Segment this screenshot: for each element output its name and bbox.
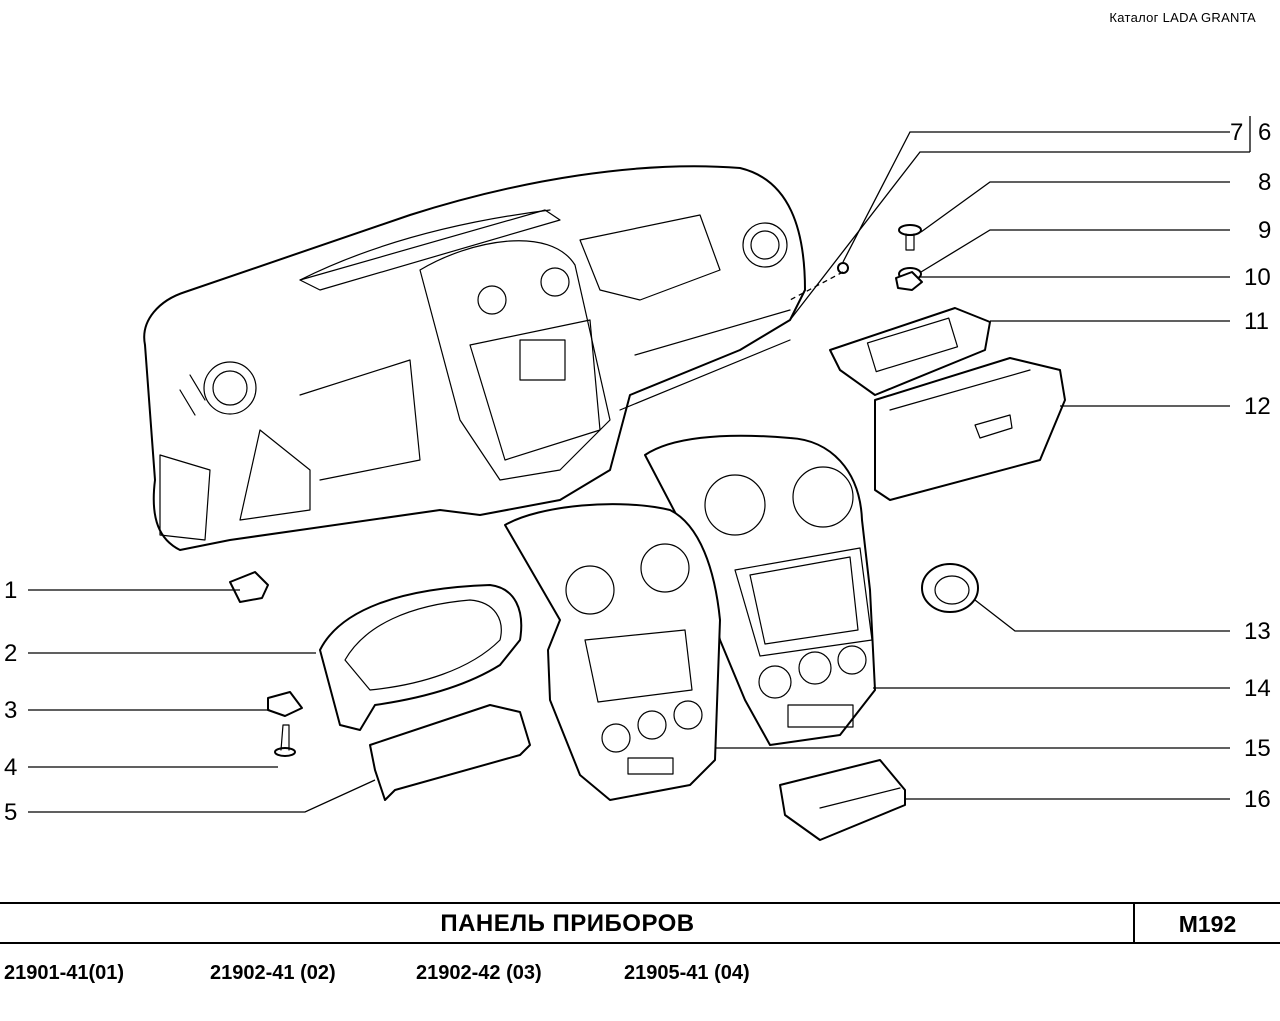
callout-14: 14 bbox=[1244, 675, 1271, 702]
callout-15: 15 bbox=[1244, 735, 1271, 762]
callout-4: 4 bbox=[4, 754, 17, 781]
model-code: 21902-42 (03) bbox=[416, 962, 542, 984]
sheet-code: М192 bbox=[1178, 911, 1237, 937]
callout-13: 13 bbox=[1244, 618, 1271, 645]
callout-6: 6 bbox=[1258, 119, 1271, 146]
callout-2: 2 bbox=[4, 640, 17, 667]
callout-16: 16 bbox=[1244, 786, 1271, 813]
part-1-clip bbox=[229, 571, 269, 603]
callout-7: 7 bbox=[1230, 119, 1243, 146]
part-12-glove-box bbox=[874, 357, 1066, 501]
parts-diagram: 1 2 3 4 5 6 7 8 9 10 11 12 13 14 15 16 bbox=[4, 116, 1271, 841]
part-5-lower-trim bbox=[369, 704, 531, 801]
instrument-panel-body bbox=[143, 165, 806, 551]
callout-10: 10 bbox=[1244, 264, 1271, 291]
model-code: 21905-41 (04) bbox=[624, 962, 750, 984]
callout-9: 9 bbox=[1258, 217, 1271, 244]
part-13-air-vent bbox=[921, 563, 979, 613]
callout-11: 11 bbox=[1244, 308, 1269, 335]
part-2-cluster-hood bbox=[319, 584, 523, 731]
callout-labels: 1 2 3 4 5 6 7 8 9 10 11 12 13 14 15 16 bbox=[4, 119, 1271, 826]
part-11-trim-panel bbox=[829, 307, 991, 396]
callout-5: 5 bbox=[4, 799, 17, 826]
part-16-storage-pocket bbox=[779, 759, 906, 841]
page-title: ПАНЕЛЬ ПРИБОРОВ bbox=[440, 910, 695, 937]
part-3-nut bbox=[267, 691, 303, 717]
title-block: ПАНЕЛЬ ПРИБОРОВ М192 bbox=[0, 902, 1280, 944]
title-divider bbox=[1133, 904, 1135, 942]
part-7-pin bbox=[837, 262, 849, 274]
leader-lines bbox=[28, 116, 1251, 813]
model-code: 21901-41(01) bbox=[4, 962, 125, 984]
callout-8: 8 bbox=[1258, 169, 1271, 196]
part-8-screw bbox=[898, 224, 922, 251]
catalog-header: Каталог LADA GRANTA bbox=[1109, 10, 1256, 25]
callout-12: 12 bbox=[1244, 393, 1271, 420]
model-code: 21902-41 (02) bbox=[210, 962, 336, 984]
part-14-center-console bbox=[644, 434, 876, 746]
part-10-clip-nut bbox=[895, 271, 923, 291]
part-4-screw bbox=[274, 724, 296, 757]
callout-1: 1 bbox=[4, 577, 17, 604]
callout-3: 3 bbox=[4, 697, 17, 724]
part-15-center-trim bbox=[504, 503, 721, 801]
